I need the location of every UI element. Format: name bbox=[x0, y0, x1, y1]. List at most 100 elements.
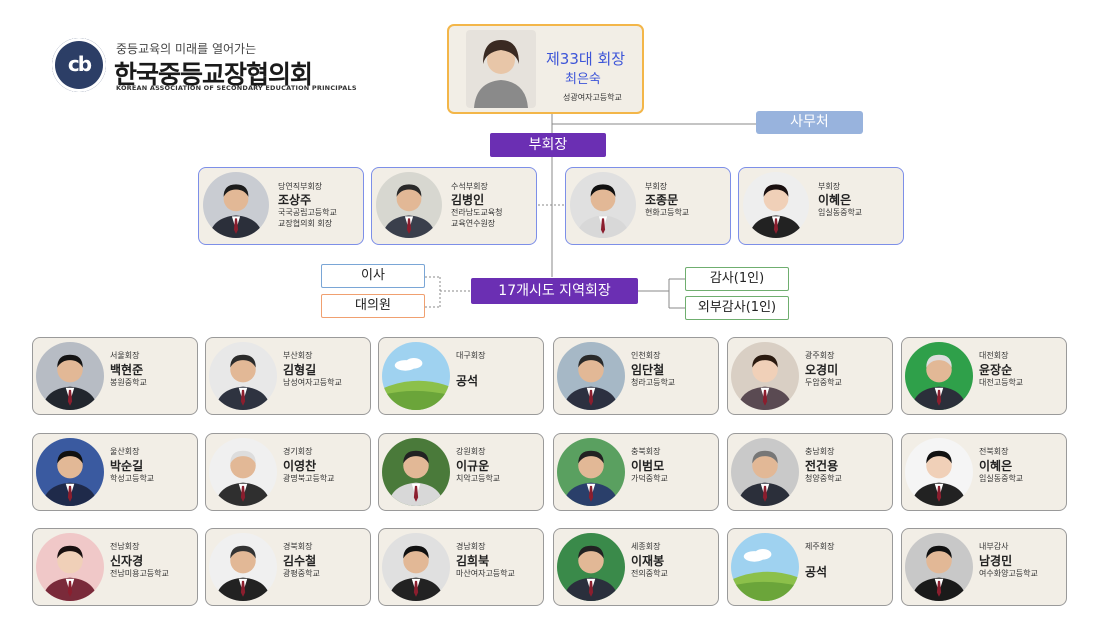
vice-president-school: 현화고등학교 bbox=[645, 208, 690, 217]
regional-head-role: 대구회장 bbox=[456, 351, 486, 360]
regional-head-name: 이재봉 bbox=[631, 554, 665, 568]
regional-head-photo-icon bbox=[209, 342, 277, 410]
regional-head-role: 충남회장 bbox=[805, 447, 835, 456]
regional-head-school: 광평중학교 bbox=[283, 569, 320, 578]
directors-box[interactable]: 이사 bbox=[321, 264, 425, 288]
regional-head-photo-icon bbox=[36, 342, 104, 410]
regional-head-school: 임실동중학교 bbox=[979, 474, 1024, 483]
regional-head-role: 충북회장 bbox=[631, 447, 661, 456]
regional-head-school: 광명북고등학교 bbox=[283, 474, 335, 483]
regional-head-school: 학성고등학교 bbox=[110, 474, 155, 483]
regional-head-role: 부산회장 bbox=[283, 351, 313, 360]
regional-head-photo-icon bbox=[557, 342, 625, 410]
vice-president-school: 국국공립고등학교 bbox=[278, 208, 337, 217]
regional-head-school: 봉원중학교 bbox=[110, 378, 147, 387]
regional-head-school: 가덕중학교 bbox=[631, 474, 668, 483]
regional-head-school: 청라고등학교 bbox=[631, 378, 676, 387]
regional-head-role: 울산회장 bbox=[110, 447, 140, 456]
vice-president-school: 전라남도교육청 bbox=[451, 208, 503, 217]
regional-head-role: 전북회장 bbox=[979, 447, 1009, 456]
regional-head-role: 광주회장 bbox=[805, 351, 835, 360]
regional-head-name: 남경민 bbox=[979, 554, 1013, 568]
regional-head-photo-icon bbox=[905, 342, 973, 410]
regional-head-name: 김형길 bbox=[283, 363, 317, 377]
regional-head-school: 남성여자고등학교 bbox=[283, 378, 342, 387]
auditor-box[interactable]: 감사(1인) bbox=[685, 267, 789, 291]
regional-head-role: 서울회장 bbox=[110, 351, 140, 360]
regional-head-name: 이범모 bbox=[631, 459, 665, 473]
vice-president-school-line2: 교육연수원장 bbox=[451, 219, 496, 228]
regional-head-school: 전남미용고등학교 bbox=[110, 569, 169, 578]
regional-head-school: 여수화양고등학교 bbox=[979, 569, 1038, 578]
regional-head-name: 윤장순 bbox=[979, 363, 1013, 377]
regional-head-name: 임단철 bbox=[631, 363, 665, 377]
org-name: 한국중등교장협의회 bbox=[114, 60, 313, 89]
regional-head-school: 마산여자고등학교 bbox=[456, 569, 515, 578]
regional-heads-bar[interactable]: 17개시도 지역회장 bbox=[471, 278, 638, 304]
regional-head-photo-icon bbox=[209, 533, 277, 601]
regional-head-name: 공석 bbox=[456, 374, 479, 388]
regional-head-role: 제주회장 bbox=[805, 542, 835, 551]
regional-head-photo-icon bbox=[905, 533, 973, 601]
president-name: 최은숙 bbox=[565, 72, 601, 87]
regional-head-name: 오경미 bbox=[805, 363, 839, 377]
president-photo-icon bbox=[466, 30, 536, 108]
vice-president-role: 수석부회장 bbox=[451, 182, 488, 191]
regional-head-name: 이규운 bbox=[456, 459, 490, 473]
regional-head-role: 경북회장 bbox=[283, 542, 313, 551]
vice-president-name: 김병인 bbox=[451, 193, 485, 207]
president-school: 성광여자고등학교 bbox=[563, 93, 622, 102]
landscape-placeholder-icon bbox=[731, 533, 799, 601]
vice-president-bar[interactable]: 부회장 bbox=[490, 133, 606, 157]
regional-head-photo-icon bbox=[382, 533, 450, 601]
regional-head-photo-icon bbox=[557, 438, 625, 506]
regional-head-photo-icon bbox=[731, 342, 799, 410]
regional-head-photo-icon bbox=[382, 438, 450, 506]
regional-head-role: 대전회장 bbox=[979, 351, 1009, 360]
regional-head-name: 전건용 bbox=[805, 459, 839, 473]
org-name-en: KOREAN ASSOCIATION OF SECONDARY EDUCATIO… bbox=[116, 84, 357, 92]
regional-head-school: 전의중학교 bbox=[631, 569, 668, 578]
regional-head-name: 박순길 bbox=[110, 459, 144, 473]
regional-head-name: 신자경 bbox=[110, 554, 144, 568]
regional-head-school: 대전고등학교 bbox=[979, 378, 1024, 387]
president-title: 제33대 회장 bbox=[546, 50, 626, 68]
regional-head-role: 전남회장 bbox=[110, 542, 140, 551]
org-slogan: 중등교육의 미래를 열어가는 bbox=[116, 42, 257, 56]
vice-president-role: 부회장 bbox=[818, 182, 841, 191]
regional-head-role: 경남회장 bbox=[456, 542, 486, 551]
regional-head-name: 백현준 bbox=[110, 363, 144, 377]
regional-head-role: 경기회장 bbox=[283, 447, 313, 456]
regional-head-photo-icon bbox=[209, 438, 277, 506]
regional-head-name: 이혜은 bbox=[979, 459, 1013, 473]
regional-head-name: 김수철 bbox=[283, 554, 317, 568]
regional-head-role: 강원회장 bbox=[456, 447, 486, 456]
vice-president-school: 임실동중학교 bbox=[818, 208, 863, 217]
vice-president-school-line2: 교장협의회 회장 bbox=[278, 219, 333, 228]
vice-president-name: 조종문 bbox=[645, 193, 679, 207]
vice-president-role: 부회장 bbox=[645, 182, 668, 191]
landscape-placeholder-icon bbox=[382, 342, 450, 410]
delegates-box[interactable]: 대의원 bbox=[321, 294, 425, 318]
regional-head-school: 치악고등학교 bbox=[456, 474, 501, 483]
vice-president-photo-icon bbox=[203, 172, 269, 238]
regional-head-photo-icon bbox=[731, 438, 799, 506]
regional-head-role: 인천회장 bbox=[631, 351, 661, 360]
office-box[interactable]: 사무처 bbox=[756, 111, 863, 134]
regional-head-school: 두암중학교 bbox=[805, 378, 842, 387]
regional-head-school: 청양중학교 bbox=[805, 474, 842, 483]
vice-president-name: 조상주 bbox=[278, 193, 312, 207]
vice-president-photo-icon bbox=[570, 172, 636, 238]
regional-head-photo-icon bbox=[905, 438, 973, 506]
regional-head-photo-icon bbox=[36, 438, 104, 506]
regional-head-role: 세종회장 bbox=[631, 542, 661, 551]
vice-president-photo-icon bbox=[743, 172, 809, 238]
regional-head-name: 이영찬 bbox=[283, 459, 317, 473]
regional-head-name: 공석 bbox=[805, 565, 828, 579]
regional-head-photo-icon bbox=[557, 533, 625, 601]
vice-president-name: 이혜은 bbox=[818, 193, 852, 207]
external-auditor-box[interactable]: 외부감사(1인) bbox=[685, 296, 789, 320]
vice-president-photo-icon bbox=[376, 172, 442, 238]
seal-logo-icon: cb bbox=[52, 38, 106, 92]
